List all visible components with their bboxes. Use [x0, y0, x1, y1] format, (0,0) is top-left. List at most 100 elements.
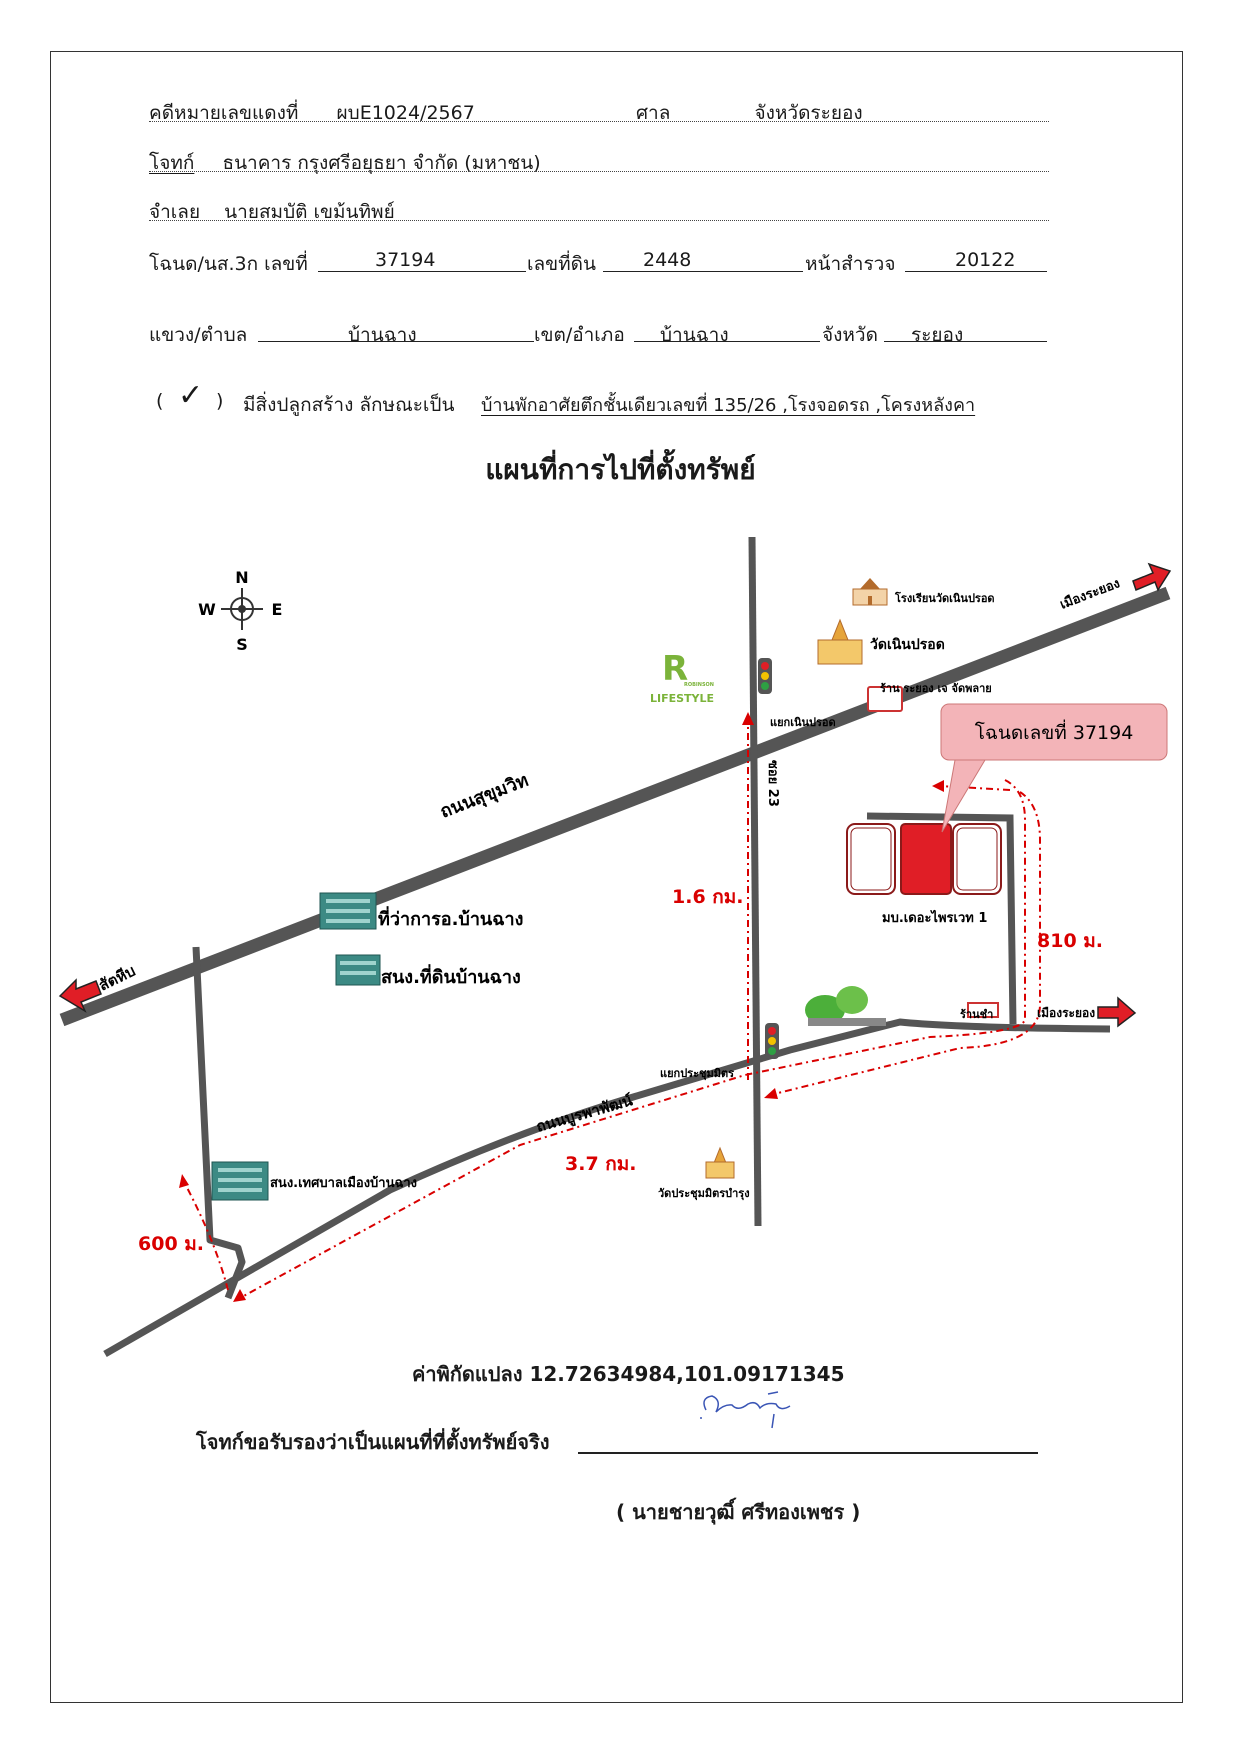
underline	[603, 271, 803, 272]
underline	[905, 271, 1047, 272]
rayong-top-label: เมืองระยอง	[1058, 575, 1122, 612]
case-label: คดีหมายเลขแดงที่	[149, 102, 299, 124]
check-close: )	[216, 390, 224, 412]
subdistrict-value: บ้านฉาง	[348, 324, 417, 346]
arrow-right-icon	[1132, 562, 1172, 592]
arrow-right-icon	[1097, 996, 1137, 1028]
temple-prachum-label: วัดประชุมมิตรบำรุง	[658, 1187, 750, 1201]
plot-group	[846, 823, 1002, 895]
soi-label: ซอย 23	[765, 760, 780, 807]
land-office-label: สนง.ที่ดินบ้านฉาง	[381, 964, 521, 988]
court-label: ศาล	[636, 102, 671, 124]
province-label: จังหวัด	[822, 324, 878, 346]
route-main	[239, 779, 1026, 1299]
underline	[258, 341, 534, 342]
district-value: บ้านฉาง	[660, 324, 729, 346]
deed-label: โฉนด/นส.3ก เลขที่	[149, 253, 308, 275]
building-label: มีสิ่งปลูกสร้าง ลักษณะเป็น	[243, 394, 455, 416]
route-to-plot	[939, 785, 1011, 791]
defendant-label: จำเลย	[149, 201, 201, 223]
land-number: 2448	[643, 249, 692, 271]
land-no-label: เลขที่ดิน	[527, 253, 596, 275]
sukhumvit-road	[59, 586, 1171, 1027]
distance-4: 810 ม.	[1037, 930, 1103, 952]
route-600	[182, 1179, 229, 1291]
school-label: โรงเรียนวัดเนินปรอด	[894, 591, 995, 605]
distance-2: 3.7 กม.	[565, 1153, 637, 1175]
traffic-light-icon	[765, 1023, 779, 1059]
robinson-name: LIFESTYLE	[650, 692, 714, 705]
signer-name: ( นายชายวุฒิ์ ศรีทองเพชร )	[616, 1500, 861, 1524]
shop-icon	[967, 1002, 999, 1018]
robinson-small: ROBINSON	[684, 682, 714, 688]
school-icon	[852, 578, 888, 606]
survey-number: 20122	[955, 249, 1016, 271]
rayong-right-label: เมืองระยอง	[1037, 1006, 1095, 1020]
subdistrict-label: แขวง/ตำบล	[149, 324, 248, 346]
route-outer	[769, 791, 1041, 1096]
deed-number: 37194	[375, 249, 436, 271]
plaintiff-name: ธนาคาร กรุงศรีอยุธยา จำกัด (มหาชน)	[222, 152, 541, 174]
check-open: (	[156, 390, 164, 412]
arrow-head	[764, 1088, 778, 1099]
page-border	[50, 51, 1183, 1703]
distance-1: 1.6 กม.	[672, 886, 744, 908]
defendant-name: นายสมบัติ เขม้นทิพย์	[224, 201, 395, 223]
compass-n: N	[235, 568, 248, 587]
plaintiff-label: โจทก์	[149, 152, 195, 174]
court-name: จังหวัดระยอง	[754, 102, 863, 124]
park-icon	[805, 986, 886, 1026]
building-icon	[319, 892, 377, 930]
defendant-row: จำเลย นายสมบัติ เขม้นทิพย์	[149, 197, 395, 227]
underline	[318, 271, 526, 272]
page-title: แผนที่การไปที่ตั้งทรัพย์	[485, 453, 756, 486]
underline	[634, 341, 820, 342]
case-row: คดีหมายเลขแดงที่ ผบE1024/2567	[149, 98, 475, 128]
callout-bubble	[940, 703, 1168, 833]
shop-label: ร้าน ระยอง เจ จัดพลาย	[880, 682, 992, 695]
signature-line	[578, 1452, 1038, 1454]
plaintiff-row: โจทก์ ธนาคาร กรุงศรีอยุธยา จำกัด (มหาชน)	[149, 148, 541, 178]
compass-s: S	[236, 635, 248, 654]
temple-icon	[705, 1146, 735, 1179]
case-number: ผบE1024/2567	[336, 102, 475, 124]
court-row: ศาล จังหวัดระยอง	[636, 98, 863, 128]
dotted-line	[149, 220, 1049, 221]
province-value: ระยอง	[911, 324, 964, 346]
dotted-line	[149, 171, 1049, 172]
municipality-label: สนง.เทศบาลเมืองบ้านฉาง	[270, 1175, 417, 1191]
arrow-left-icon	[58, 978, 102, 1013]
route-lines	[182, 718, 1041, 1299]
dotted-line	[149, 121, 1049, 122]
callout-text: โฉนดเลขที่ 37194	[975, 719, 1134, 744]
arrow-head	[742, 712, 754, 725]
building-description: บ้านพักอาศัยตึกชั้นเดียวเลขที่ 135/26 ,โ…	[481, 395, 976, 416]
shop2-label: ร้านชำ	[960, 1008, 993, 1021]
burapha-road	[103, 1018, 1111, 1358]
side-road	[192, 946, 246, 1300]
arrow-head	[932, 780, 944, 792]
building-icon	[211, 1161, 269, 1201]
underline	[884, 341, 1047, 342]
district-label: เขต/อำเภอ	[534, 324, 625, 346]
building-icon	[335, 954, 381, 986]
survey-label: หน้าสำรวจ	[805, 253, 896, 275]
soi-23-road	[748, 536, 762, 1227]
robinson-logo: R	[662, 649, 688, 689]
sukhumvit-label: ถนนสุขุมวิท	[437, 770, 531, 824]
junction-noen-label: แยกเนินปรอด	[770, 716, 836, 729]
compass-icon	[221, 588, 263, 630]
district-office-label: ที่ว่าการอ.บ้านฉาง	[378, 906, 523, 930]
arrow-head	[233, 1289, 246, 1302]
village-label: มบ.เดอะไพรเวท 1	[882, 909, 987, 926]
shop-icon	[867, 686, 903, 712]
target-plot	[900, 823, 952, 895]
distance-3: 600 ม.	[138, 1233, 204, 1255]
arrow-head	[179, 1174, 189, 1188]
junction-prachum-label: แยกประชุมมิตร	[660, 1067, 734, 1081]
checkmark-icon: ✓	[178, 378, 204, 413]
village-road	[866, 812, 1017, 1025]
compass-e: E	[272, 600, 283, 619]
temple-noen-label: วัดเนินปรอด	[870, 637, 945, 653]
